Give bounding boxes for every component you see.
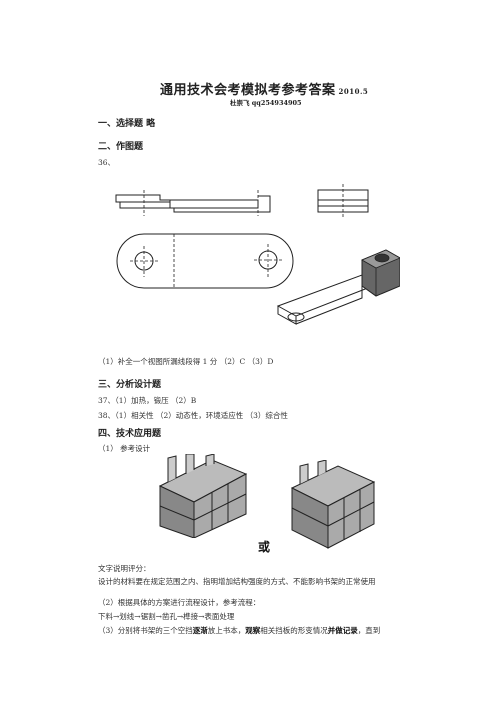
question-38: 38、（1）相关性 （2）动态性，环境适应性 （3）综合性 bbox=[98, 411, 288, 420]
section-analysis: 三、分析设计题 bbox=[98, 380, 162, 390]
question-36: 36、 bbox=[98, 158, 116, 167]
evaluation-text: 设计的材料要在规定范围之内、指明增加结构强度的方式、不能影响书架的正常使用 bbox=[98, 577, 376, 586]
evaluation-label: 文字说明评分： bbox=[98, 564, 151, 573]
reference-design-label: （1） 参考设计 bbox=[98, 444, 151, 453]
author-line: 杜崇飞 qq254934905 bbox=[230, 99, 302, 107]
step3-emph-record: 并做记录 bbox=[327, 626, 358, 635]
step3-emph-observe: 观察 bbox=[245, 626, 261, 635]
process-flow: 下料→划线→锯割→凿孔→榫接→表面处理 bbox=[98, 612, 235, 621]
step3-part-g: ，直到 bbox=[357, 626, 381, 635]
title-text: 通用技术会考模拟考参考答案 bbox=[160, 83, 336, 98]
step-3: （3）分别将书架的三个空挡逐渐放上书本，观察相关挡板的形变情况并做记录，直到 bbox=[98, 625, 380, 636]
step3-emph-gradually: 逐渐 bbox=[192, 626, 208, 635]
section-drawing: 二、作图题 bbox=[98, 142, 144, 152]
bookshelf-design-b bbox=[290, 460, 376, 549]
section-application: 四、技术应用题 bbox=[98, 429, 162, 439]
bookshelf-design-a bbox=[158, 454, 248, 538]
step-2: （2）根据具体的方案进行流程设计，参考流程： bbox=[98, 598, 261, 607]
answer-36: （1）补全一个视图所漏线段得 1 分 （2）C （3）D bbox=[98, 357, 274, 366]
question-37: 37、（1）加热，锻压 （2）B bbox=[98, 396, 197, 405]
or-separator: 或 bbox=[258, 540, 271, 554]
step3-part-c: 放上书本， bbox=[207, 626, 246, 635]
step3-part-e: 相关挡板的形变情况 bbox=[260, 626, 328, 635]
technical-drawing bbox=[115, 184, 400, 325]
section-choice: 一、选择题 略 bbox=[98, 119, 156, 129]
title-date: 2010.5 bbox=[338, 87, 369, 96]
step3-part-a: （3）分别将书架的三个空挡 bbox=[98, 626, 193, 635]
